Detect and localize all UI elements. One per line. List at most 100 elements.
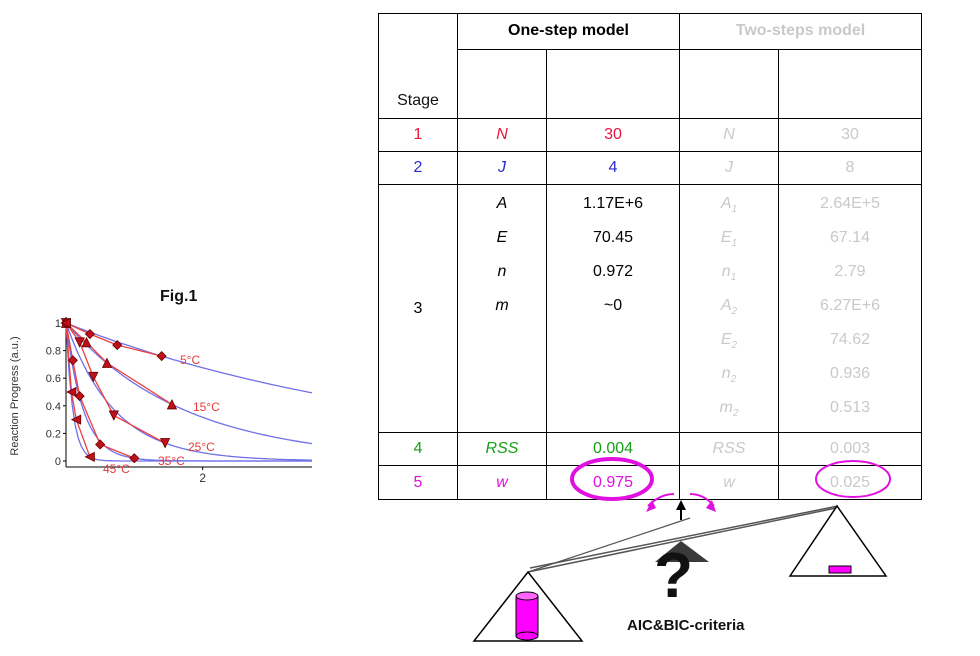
data-point-marker bbox=[159, 438, 171, 449]
stage-2: 2 bbox=[378, 151, 458, 185]
param-w-one: w bbox=[457, 465, 547, 500]
stage-5: 5 bbox=[378, 465, 458, 500]
y-tick-label: 0.4 bbox=[46, 401, 61, 413]
model-comparison-table: Stage One-step model Two-steps model 1 N… bbox=[378, 13, 922, 500]
y-tick-label: 0 bbox=[55, 456, 61, 468]
stage-3: 3 bbox=[378, 184, 458, 433]
data-point-marker bbox=[84, 451, 95, 463]
data-point-marker bbox=[74, 391, 85, 402]
value-m: ~0 bbox=[603, 297, 623, 314]
empty-header-cell bbox=[679, 48, 779, 120]
empty-header-cell bbox=[457, 48, 547, 120]
value-RSS-two: 0.003 bbox=[778, 432, 922, 466]
stage-header: Stage bbox=[378, 13, 458, 119]
figure-label: Fig.1 bbox=[160, 288, 198, 305]
param-n1: n1 bbox=[721, 263, 737, 284]
value-n2: 0.936 bbox=[829, 365, 871, 382]
data-point-marker bbox=[84, 328, 95, 340]
fit-curve bbox=[65, 322, 313, 445]
data-line bbox=[65, 322, 162, 357]
data-line bbox=[65, 322, 173, 405]
value-N-two: 30 bbox=[778, 118, 922, 152]
fit-curve bbox=[65, 322, 313, 394]
empty-header-cell bbox=[778, 48, 922, 120]
data-point-marker bbox=[129, 453, 140, 464]
param-m: m bbox=[495, 297, 509, 314]
data-point-marker bbox=[95, 439, 106, 450]
param-J-two: J bbox=[679, 151, 779, 185]
param-E2: E2 bbox=[720, 331, 738, 352]
data-point-marker bbox=[81, 336, 92, 348]
param-E: E bbox=[496, 229, 508, 246]
one-step-values: 1.17E+6 70.45 0.972 ~0 bbox=[546, 184, 680, 433]
right-pan bbox=[788, 504, 888, 577]
param-n2: n2 bbox=[721, 365, 737, 386]
fit-curve bbox=[65, 322, 312, 462]
param-A1: A1 bbox=[720, 195, 738, 216]
series-label: 5°C bbox=[180, 353, 200, 367]
value-w-one: 0.975 bbox=[546, 465, 680, 500]
param-w-two: w bbox=[679, 465, 779, 500]
param-RSS-two: RSS bbox=[679, 432, 779, 466]
param-RSS-one: RSS bbox=[457, 432, 547, 466]
left-weight-bottom bbox=[515, 631, 539, 641]
series-label: 45°C bbox=[103, 462, 130, 476]
value-J-one: 4 bbox=[546, 151, 680, 185]
two-steps-values: 2.64E+5 67.14 2.79 6.27E+6 74.62 0.936 0… bbox=[778, 184, 922, 433]
y-axis-label: Reaction Progress (a.u.) bbox=[9, 336, 21, 455]
param-E1: E1 bbox=[720, 229, 738, 250]
two-steps-params: A1 E1 n1 A2 E2 n2 m2 bbox=[679, 184, 779, 433]
param-A2: A2 bbox=[720, 297, 738, 318]
value-RSS-one: 0.004 bbox=[546, 432, 680, 466]
left-weight-cylinder bbox=[515, 595, 539, 637]
up-arrowhead-icon bbox=[676, 500, 686, 510]
param-n: n bbox=[497, 263, 507, 280]
data-point-marker bbox=[70, 414, 82, 425]
value-E: 70.45 bbox=[592, 229, 634, 246]
value-n1: 2.79 bbox=[834, 263, 866, 280]
data-point-marker bbox=[66, 386, 77, 398]
value-E1: 67.14 bbox=[829, 229, 871, 246]
data-point-marker bbox=[101, 357, 113, 368]
left-weight-top bbox=[515, 591, 539, 601]
two-steps-model-header: Two-steps model bbox=[679, 13, 922, 50]
data-point-marker bbox=[88, 371, 99, 383]
y-tick-label: 0.8 bbox=[46, 346, 61, 358]
series-label: 25°C bbox=[188, 440, 215, 454]
stage-1: 1 bbox=[378, 118, 458, 152]
left-pan bbox=[472, 570, 584, 642]
value-E2: 74.62 bbox=[829, 331, 871, 348]
data-point-marker bbox=[112, 340, 123, 351]
value-n: 0.972 bbox=[592, 263, 634, 280]
value-A1: 2.64E+5 bbox=[819, 195, 881, 212]
series-label: 35°C bbox=[158, 454, 185, 468]
right-weight-cylinder bbox=[828, 565, 852, 574]
value-A: 1.17E+6 bbox=[582, 195, 644, 212]
one-step-model-header: One-step model bbox=[457, 13, 680, 50]
data-point-marker bbox=[166, 399, 178, 410]
value-w-two: 0.025 bbox=[778, 465, 922, 500]
value-N-one: 30 bbox=[546, 118, 680, 152]
data-line bbox=[65, 322, 91, 458]
y-tick-label: 0.6 bbox=[46, 373, 61, 385]
data-point-marker bbox=[74, 337, 85, 348]
empty-header-cell bbox=[546, 48, 680, 120]
param-J-one: J bbox=[457, 151, 547, 185]
param-N-two: N bbox=[679, 118, 779, 152]
data-point-marker bbox=[60, 317, 71, 329]
data-point-marker bbox=[108, 410, 119, 421]
param-m2: m2 bbox=[719, 399, 739, 420]
tilt-arrowhead-right-icon bbox=[706, 500, 716, 512]
stage-4: 4 bbox=[378, 432, 458, 466]
param-A: A bbox=[496, 195, 508, 212]
value-A2: 6.27E+6 bbox=[819, 297, 881, 314]
y-tick-label: 1 bbox=[55, 318, 61, 330]
value-m2: 0.513 bbox=[829, 399, 871, 416]
one-step-params: A E n m bbox=[457, 184, 547, 433]
series-label: 15°C bbox=[193, 400, 220, 414]
y-tick-label: 0.2 bbox=[46, 428, 61, 440]
question-mark: ? bbox=[654, 539, 694, 611]
aic-bic-criteria-label: AIC&BIC-criteria bbox=[627, 617, 745, 634]
value-J-two: 8 bbox=[778, 151, 922, 185]
